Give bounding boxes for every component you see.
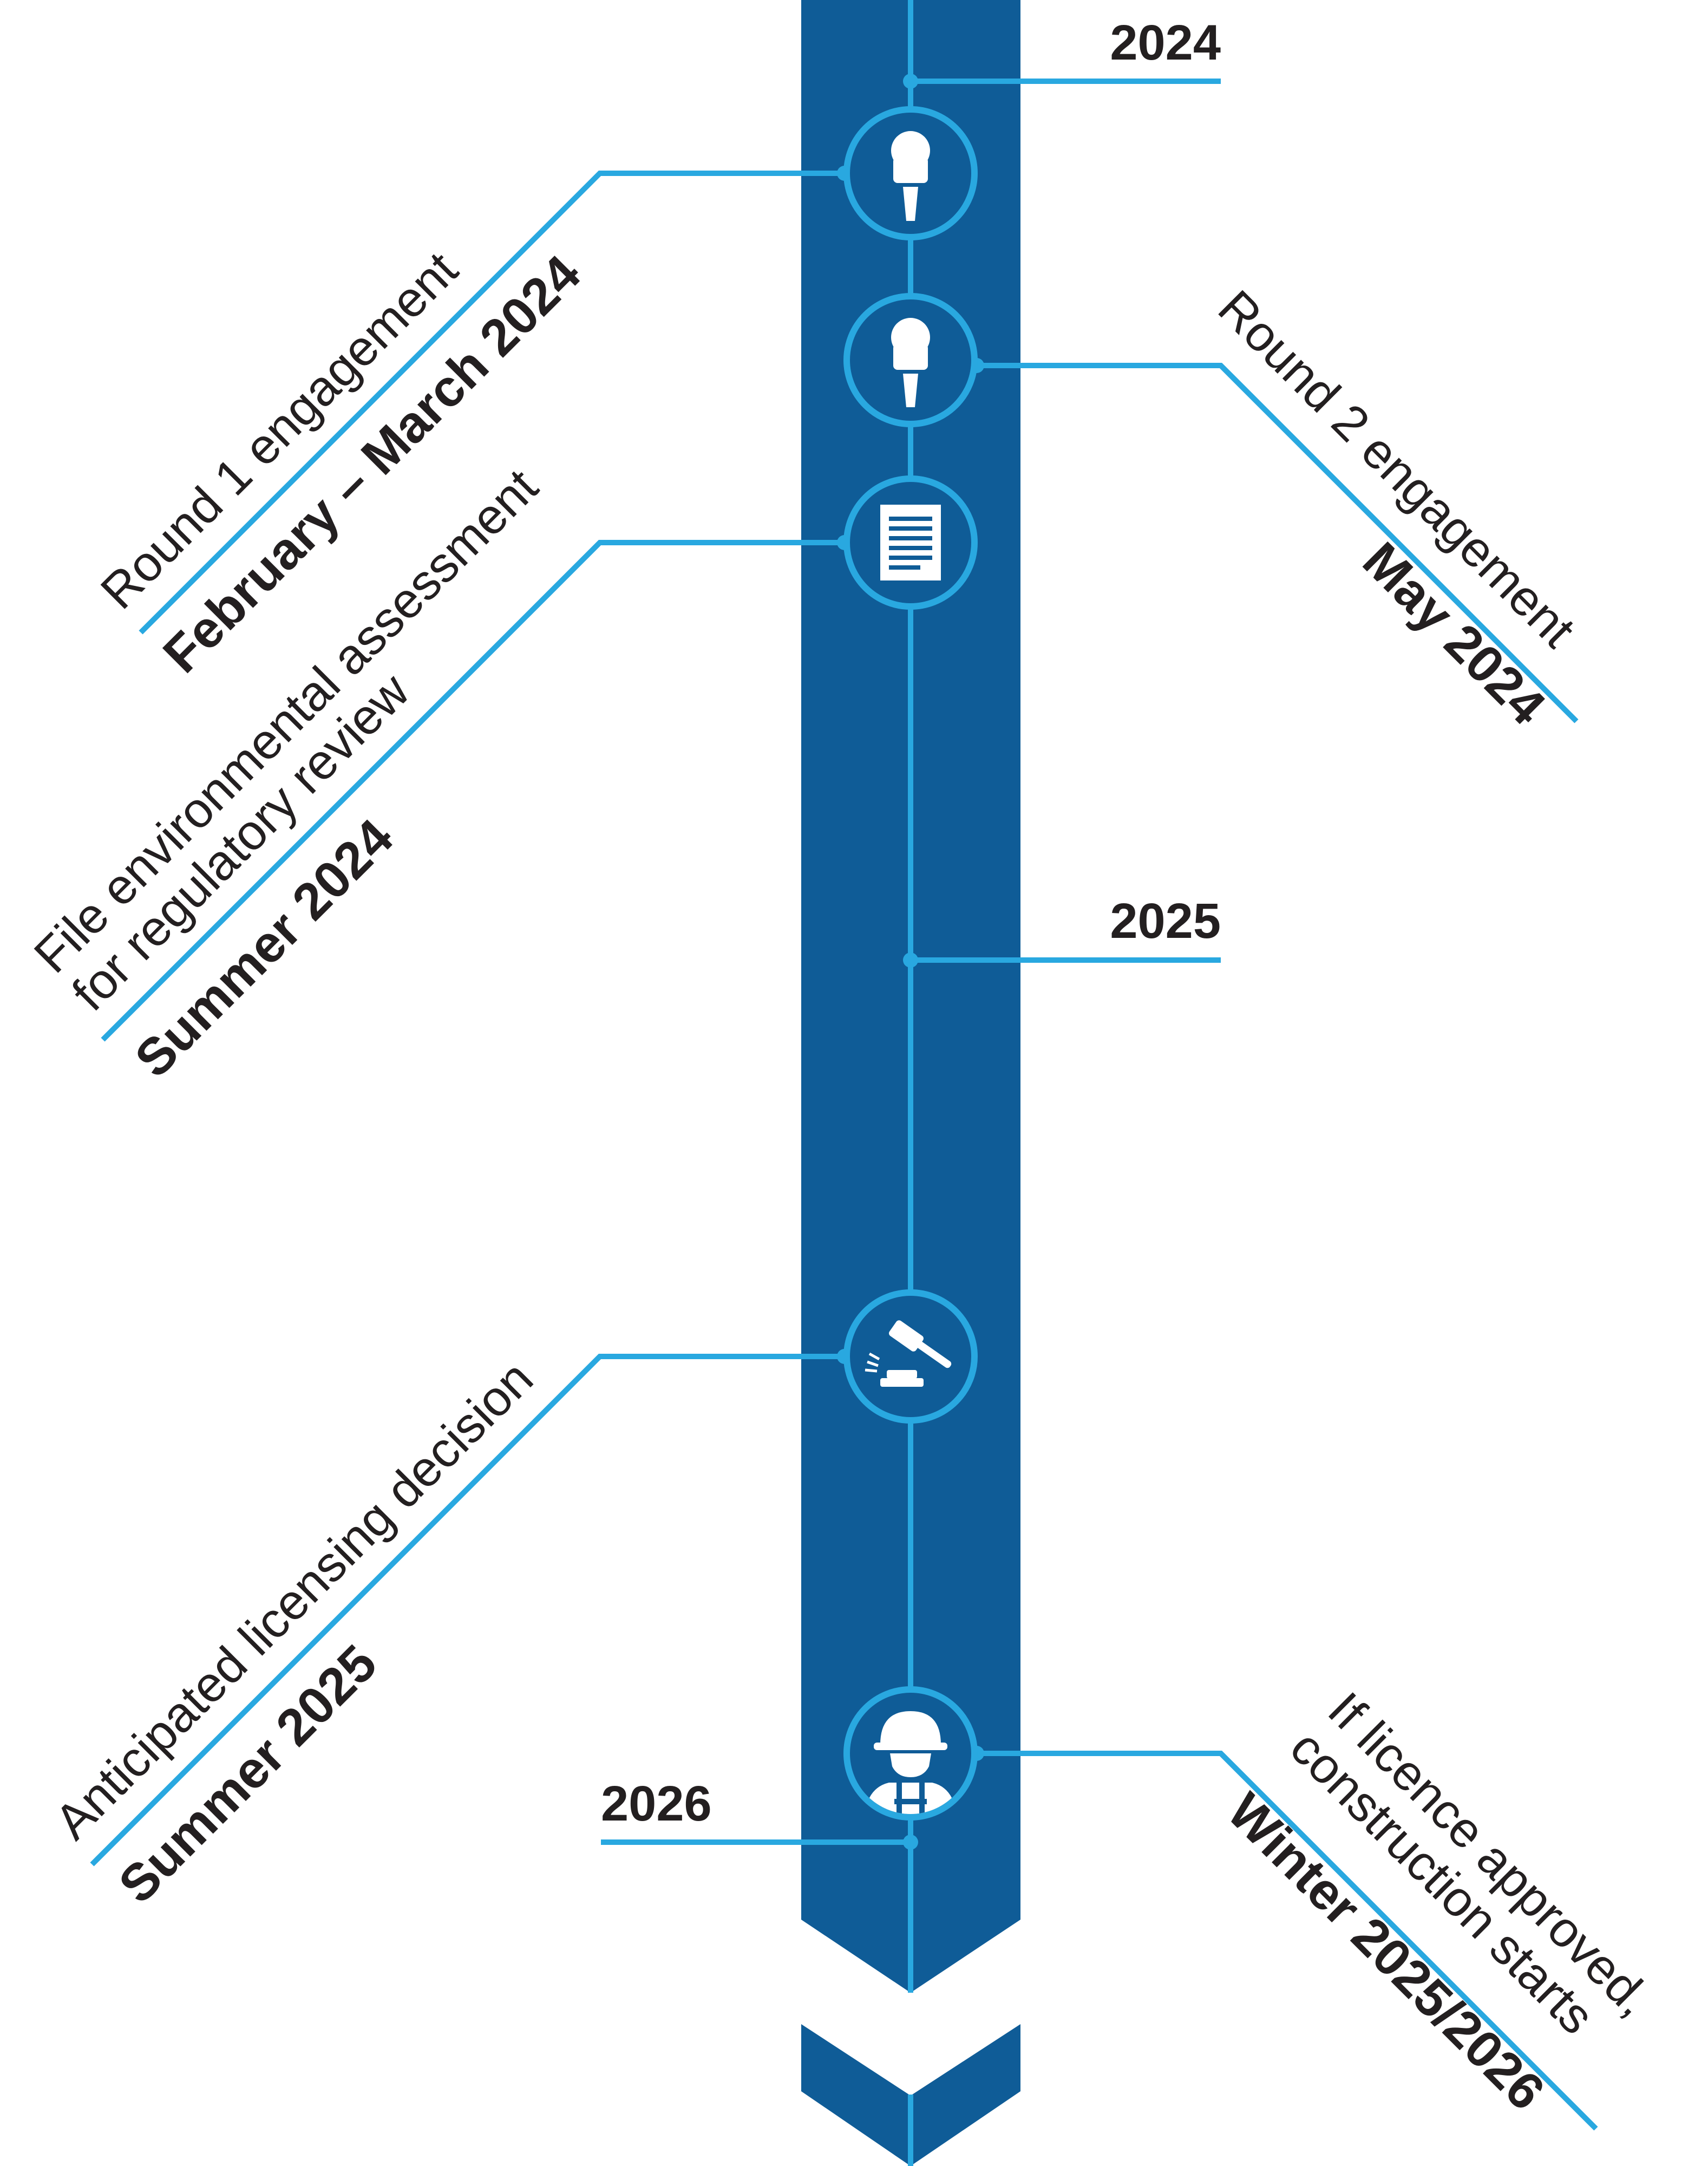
year-label: 2026 bbox=[601, 1776, 712, 1831]
year-marker-2025: 2025 bbox=[903, 893, 1221, 968]
year-label: 2025 bbox=[1110, 893, 1221, 949]
document-icon bbox=[880, 505, 941, 580]
microphone-icon bbox=[891, 131, 930, 221]
year-label: 2024 bbox=[1110, 15, 1221, 70]
microphone-icon bbox=[891, 318, 930, 407]
year-marker-2024: 2024 bbox=[903, 15, 1221, 89]
gavel-icon bbox=[865, 1320, 952, 1387]
year-marker-2026: 2026 bbox=[601, 1776, 918, 1850]
milestone-description: Anticipated licensing decision bbox=[44, 1351, 544, 1850]
